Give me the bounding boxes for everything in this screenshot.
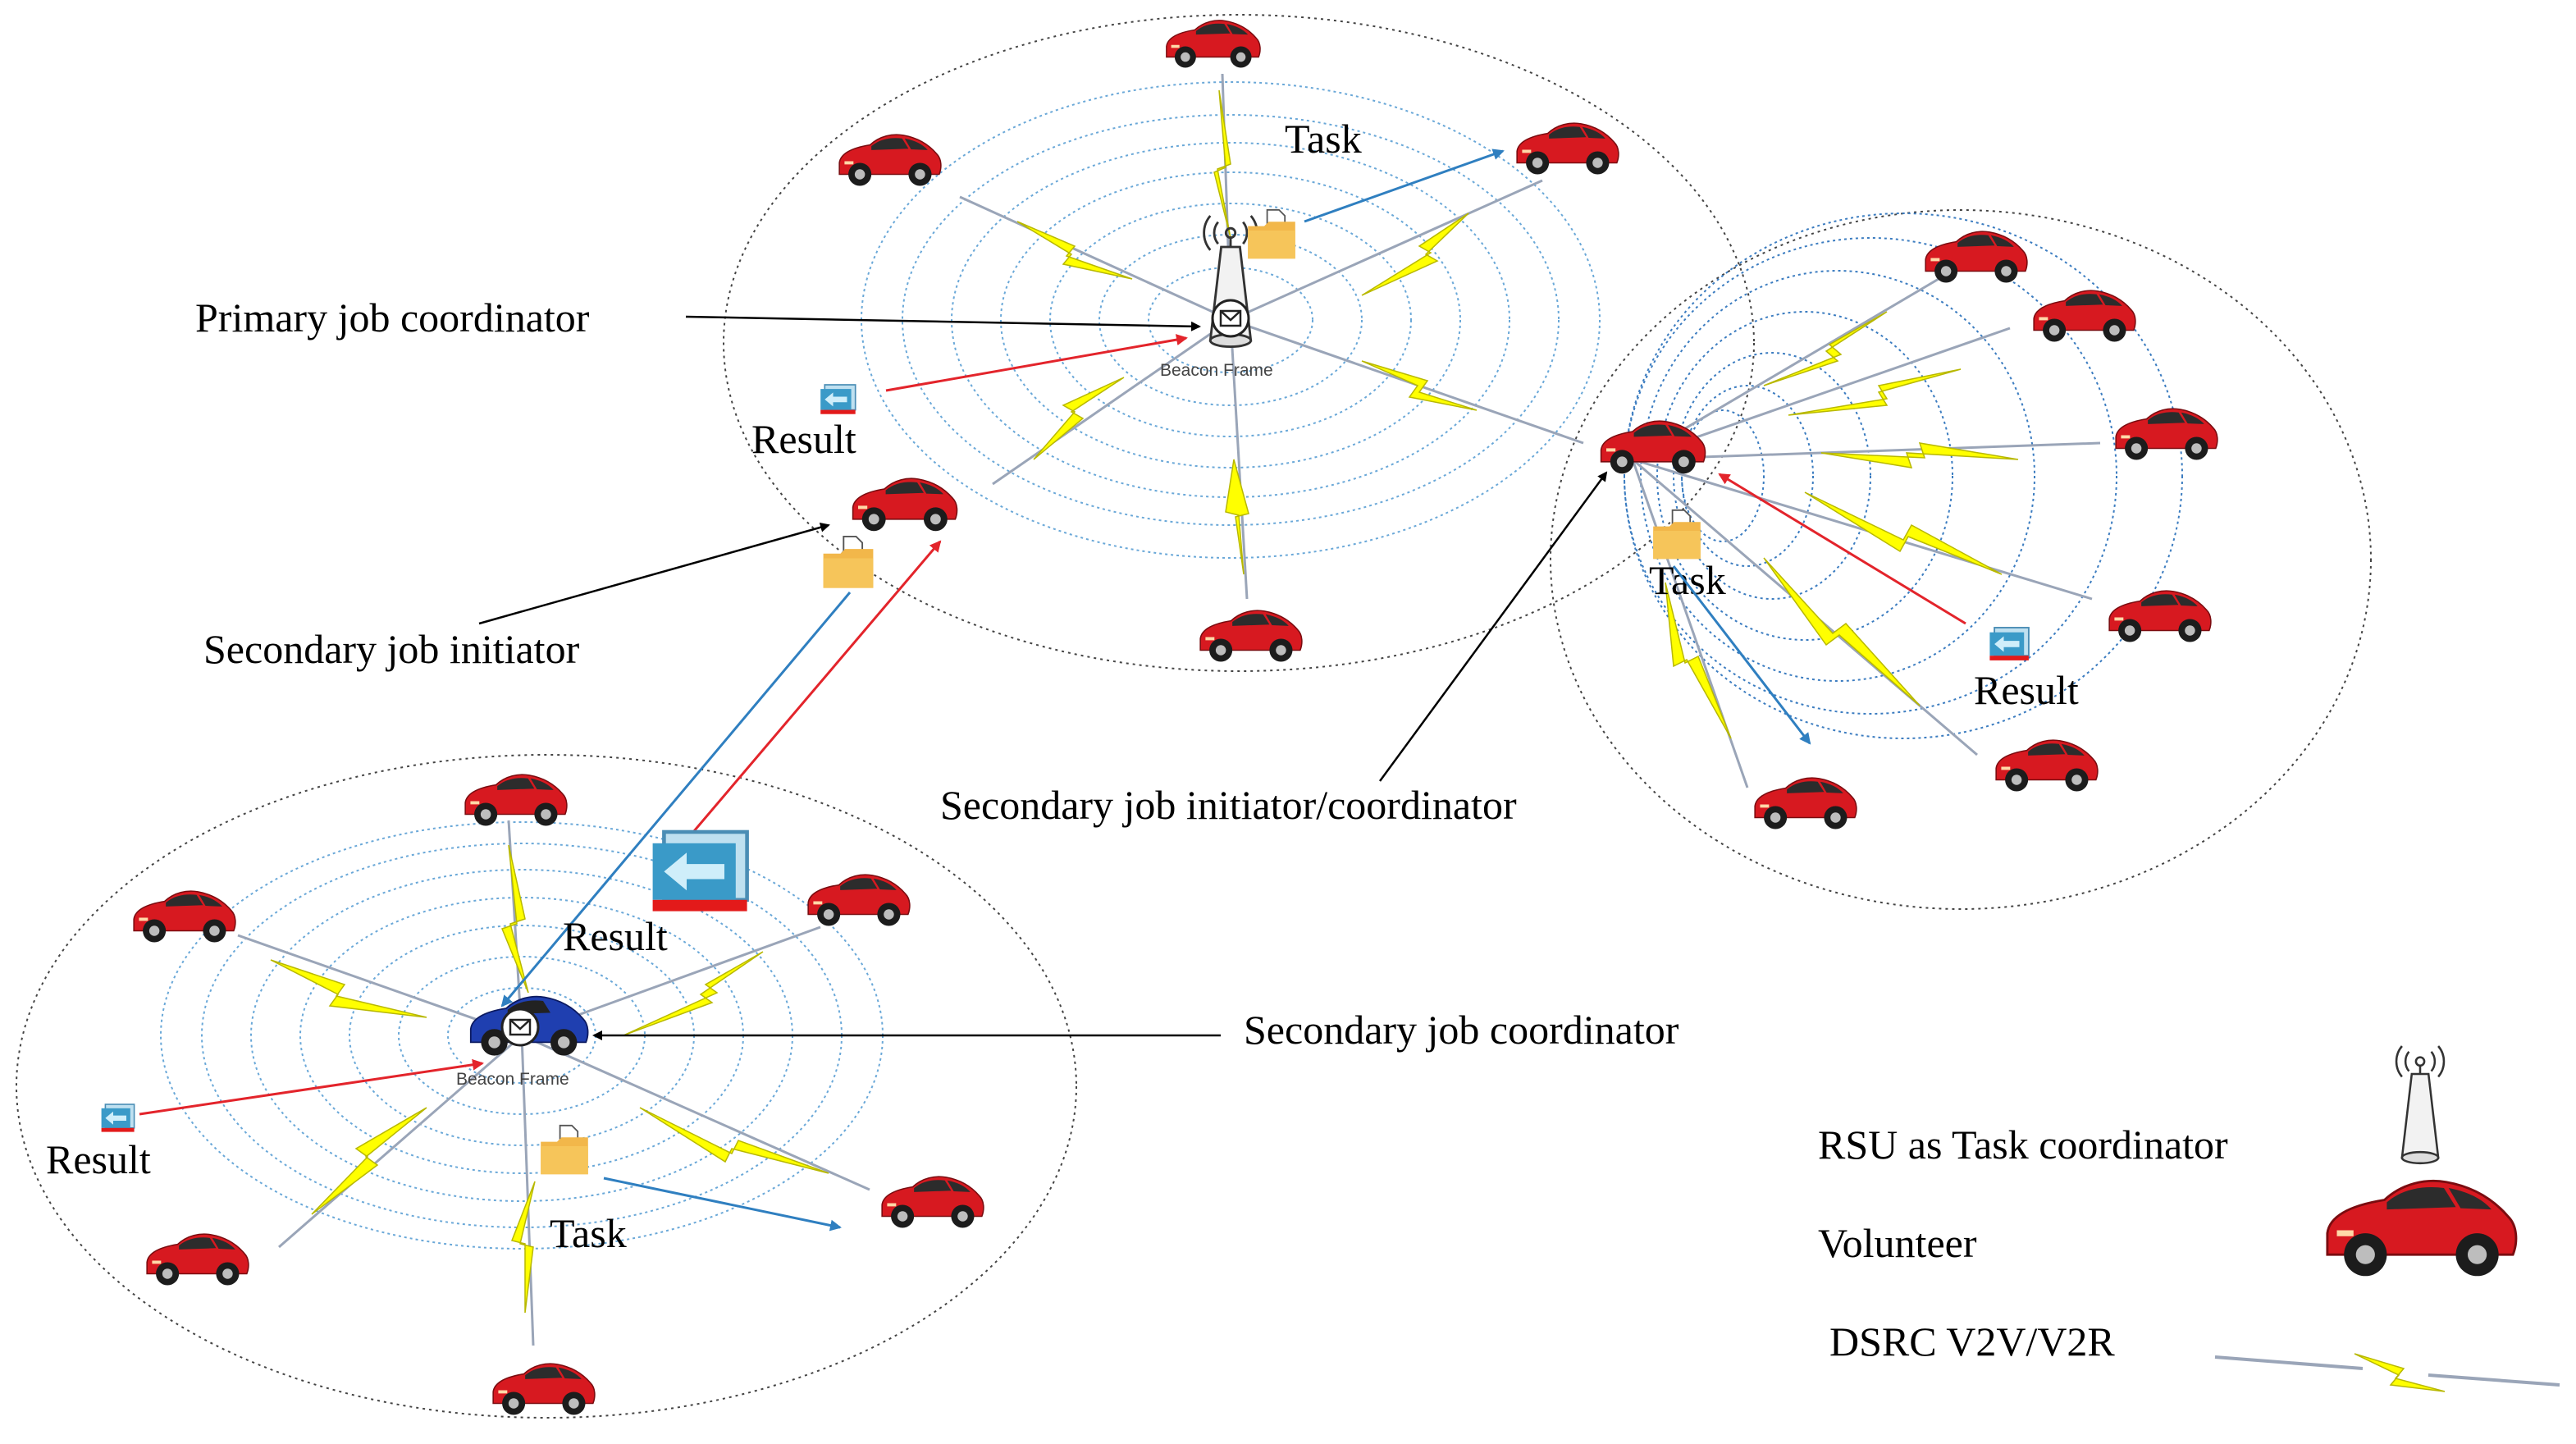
volunteer-car-icon [491, 1362, 596, 1417]
task-label-top: Task [1285, 116, 1362, 162]
bottom-left-cluster: Beacon Frame Task Result [16, 754, 1077, 1419]
task-folder-icon [1247, 208, 1296, 260]
legend-dsrc-label: DSRC V2V/V2R [1829, 1318, 2115, 1364]
right-coverage-boundary [1550, 209, 2372, 910]
volunteer-car-icon [464, 773, 569, 828]
beacon-frame-label-bottom: Beacon Frame [456, 1070, 569, 1089]
result-arrow [1718, 473, 1966, 625]
volunteer-car-icon [1994, 738, 2099, 793]
legend-rsu-tower-icon [2395, 1044, 2446, 1165]
task-folder-icon [1652, 509, 1701, 560]
rsu-coverage-boundary [723, 14, 1755, 672]
secondary-job-coordinator-label: Secondary job coordinator [1244, 1007, 1679, 1053]
right-cluster: Task Result [1550, 209, 2372, 910]
task-arrow [603, 1177, 842, 1232]
volunteer-car-icon [1199, 609, 1304, 664]
pointer-arrow [1378, 471, 1608, 782]
result-icon [653, 832, 747, 912]
legend: RSU as Task coordinator Volunteer DSRC V… [1818, 1044, 2560, 1392]
volunteer-car-icon [1165, 19, 1262, 70]
secondary-job-initiator-label: Secondary job initiator [203, 626, 580, 672]
pointer-arrow [478, 522, 830, 625]
volunteer-car-icon [2114, 407, 2219, 462]
volunteer-car-icon [1924, 230, 2029, 285]
bottom-dsrc-bolts [270, 844, 829, 1314]
volunteer-car-icon [132, 889, 237, 944]
right-dsrc-bolts [1665, 311, 2019, 739]
volunteer-car-icon [2108, 589, 2213, 644]
task-folder-icon [822, 535, 875, 589]
role-pointers: Primary job coordinator Secondary job in… [195, 295, 1679, 1053]
pointer-arrow [685, 315, 1201, 331]
task-arrow [1672, 565, 1811, 745]
secondary-job-initiator-coordinator-label: Secondary job initiator/coordinator [940, 782, 1517, 828]
volunteer-car-icon [1515, 121, 1620, 176]
beacon-frame-label-top: Beacon Frame [1160, 361, 1273, 380]
result-arrow [687, 540, 942, 838]
result-label-top: Result [751, 416, 856, 462]
rsu-radio-links [959, 73, 1584, 600]
legend-dsrc-lightning-icon [2214, 1353, 2560, 1392]
result-label-right: Result [1974, 667, 2079, 713]
task-label-right: Task [1649, 557, 1726, 603]
volunteer-car-icon [806, 873, 911, 928]
legend-volunteer-car-icon [2327, 1181, 2516, 1276]
result-arrow [885, 334, 1188, 392]
result-icon [100, 1104, 135, 1133]
right-wave-rings [1624, 212, 2183, 739]
inter-cluster-transfer: Result [500, 540, 942, 1008]
result-label-left: Result [46, 1136, 151, 1182]
result-icon [820, 384, 856, 415]
volunteer-car-icon [838, 133, 943, 188]
primary-job-coordinator-label: Primary job coordinator [195, 295, 590, 340]
legend-rsu-label: RSU as Task coordinator [1818, 1122, 2228, 1168]
volunteer-car-icon [145, 1232, 250, 1287]
legend-volunteer-label: Volunteer [1818, 1220, 1977, 1266]
beacon-envelope-icon [1211, 299, 1250, 338]
volunteer-car-icon [1753, 776, 1858, 831]
volunteer-car-icon [2032, 289, 2137, 344]
result-label-mid: Result [563, 913, 668, 959]
bottom-coverage-boundary [16, 754, 1077, 1419]
task-arrow [1304, 149, 1505, 223]
result-arrow [139, 1058, 484, 1116]
task-arrow [500, 592, 852, 1008]
result-icon [1989, 627, 2030, 661]
beacon-envelope-icon [500, 1008, 540, 1047]
rsu-cluster: Beacon Frame Task Result [723, 14, 1755, 672]
volunteer-car-icon [880, 1175, 985, 1230]
secondary-initiator-car-icon [853, 478, 957, 531]
task-folder-icon [540, 1124, 589, 1176]
task-label-bottom: Task [550, 1210, 627, 1256]
